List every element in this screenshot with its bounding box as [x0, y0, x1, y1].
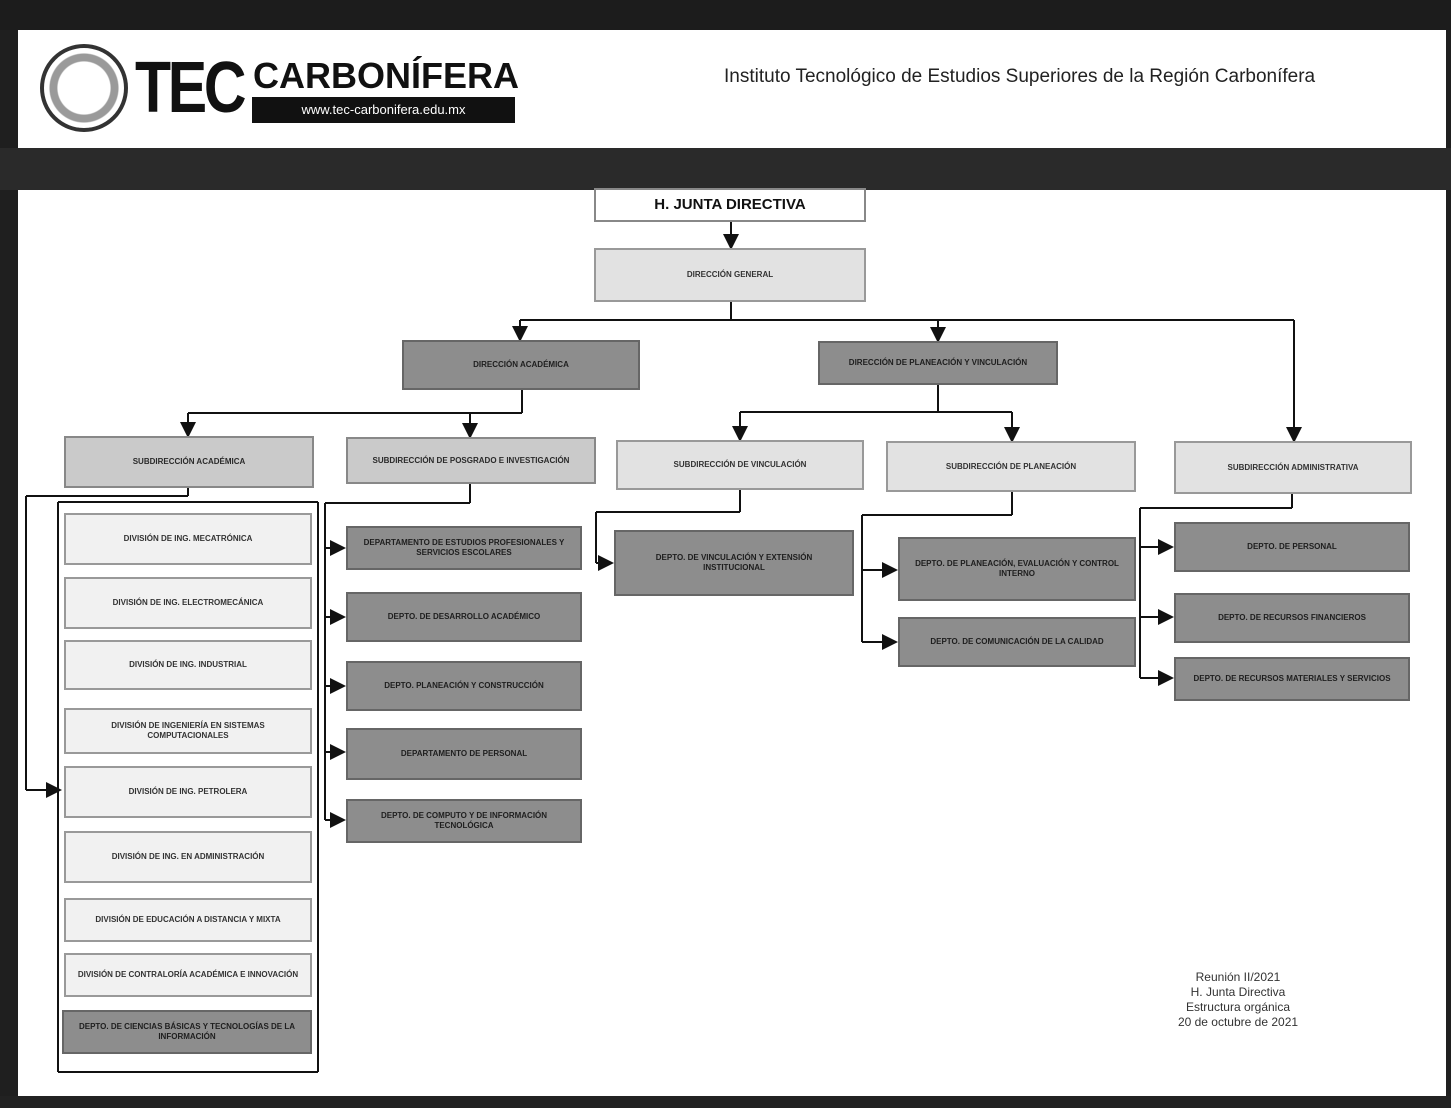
org-box-division: DIVISIÓN DE ING. PETROLERA — [64, 766, 312, 818]
org-box-division: DIVISIÓN DE ING. INDUSTRIAL — [64, 640, 312, 690]
org-box-department: DEPTO. DE RECURSOS MATERIALES Y SERVICIO… — [1174, 657, 1410, 701]
org-box-department: DEPTO. DE COMUNICACIÓN DE LA CALIDAD — [898, 617, 1136, 667]
org-box-division: DIVISIÓN DE ING. MECATRÓNICA — [64, 513, 312, 565]
org-box-direccion-general: DIRECCIÓN GENERAL — [594, 248, 866, 302]
org-box-division: DEPTO. DE CIENCIAS BÁSICAS Y TECNOLOGÍAS… — [62, 1010, 312, 1054]
org-box-division: DIVISIÓN DE ING. EN ADMINISTRACIÓN — [64, 831, 312, 883]
org-box-department: DEPTO. DE PERSONAL — [1174, 522, 1410, 572]
org-box-division: DIVISIÓN DE ING. ELECTROMECÁNICA — [64, 577, 312, 629]
org-box-department: DEPTO. DE COMPUTO Y DE INFORMACIÓN TECNO… — [346, 799, 582, 843]
org-box-direccion-academica: DIRECCIÓN ACADÉMICA — [402, 340, 640, 390]
org-box-department: DEPARTAMENTO DE ESTUDIOS PROFESIONALES Y… — [346, 526, 582, 570]
note-line: H. Junta Directiva — [1190, 985, 1286, 999]
org-box-direccion-planeacion: DIRECCIÓN DE PLANEACIÓN Y VINCULACIÓN — [818, 341, 1058, 385]
org-box-division: DIVISIÓN DE EDUCACIÓN A DISTANCIA Y MIXT… — [64, 898, 312, 942]
institute-title: Instituto Tecnológico de Estudios Superi… — [724, 66, 1316, 87]
logo-url: www.tec-carbonifera.edu.mx — [252, 97, 515, 123]
org-box-department: DEPTO. DE RECURSOS FINANCIEROS — [1174, 593, 1410, 643]
note-line: Reunión II/2021 — [1195, 970, 1281, 984]
org-box-department: DEPARTAMENTO DE PERSONAL — [346, 728, 582, 780]
org-box-division: DIVISIÓN DE CONTRALORÍA ACADÉMICA E INNO… — [64, 953, 312, 997]
org-box-subdireccion-vinculacion: SUBDIRECCIÓN DE VINCULACIÓN — [616, 440, 864, 490]
header-divider-bar — [0, 148, 1451, 190]
org-box-subdireccion-posgrado: SUBDIRECCIÓN DE POSGRADO E INVESTIGACIÓN — [346, 437, 596, 484]
org-box-subdireccion-academica: SUBDIRECCIÓN ACADÉMICA — [64, 436, 314, 488]
meeting-note: Reunión II/2021 H. Junta Directiva Estru… — [1138, 970, 1338, 1030]
logo-mark: TEC — [135, 48, 247, 128]
org-box-subdireccion-administrativa: SUBDIRECCIÓN ADMINISTRATIVA — [1174, 441, 1412, 494]
org-box-department: DEPTO. DE PLANEACIÓN, EVALUACIÓN Y CONTR… — [898, 537, 1136, 601]
top-border — [0, 0, 1451, 30]
org-box-subdireccion-planeacion: SUBDIRECCIÓN DE PLANEACIÓN — [886, 441, 1136, 492]
org-box-department: DEPTO. DE VINCULACIÓN Y EXTENSIÓN INSTIT… — [614, 530, 854, 596]
org-box-department: DEPTO. DE DESARROLLO ACADÉMICO — [346, 592, 582, 642]
org-box-junta: H. JUNTA DIRECTIVA — [594, 188, 866, 222]
institution-seal-icon — [40, 44, 128, 132]
bottom-border — [0, 1096, 1451, 1108]
org-box-division: DIVISIÓN DE INGENIERÍA EN SISTEMAS COMPU… — [64, 708, 312, 754]
org-box-department: DEPTO. PLANEACIÓN Y CONSTRUCCIÓN — [346, 661, 582, 711]
logo-name: CARBONÍFERA — [253, 55, 519, 96]
note-line: Estructura orgánica — [1185, 1000, 1291, 1014]
note-line: 20 de octubre de 2021 — [1177, 1015, 1299, 1029]
